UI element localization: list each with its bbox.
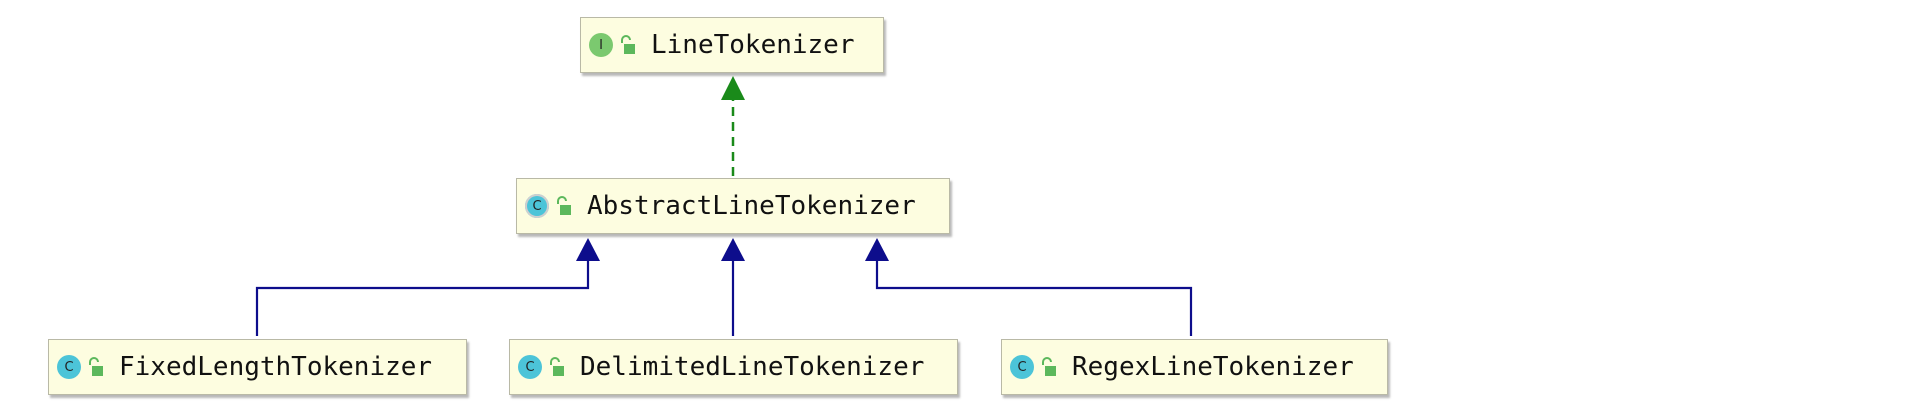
class-icon: C xyxy=(57,355,81,379)
node-abstractlinetokenizer[interactable]: C AbstractLineTokenizer xyxy=(516,178,950,234)
public-lock-icon xyxy=(89,357,103,376)
node-label-linetokenizer: LineTokenizer xyxy=(651,30,855,60)
node-regexlinetokenizer[interactable]: C RegexLineTokenizer xyxy=(1001,339,1388,395)
inheritance-arrowhead-center xyxy=(721,238,745,261)
node-label-regexlinetokenizer: RegexLineTokenizer xyxy=(1072,352,1354,382)
node-delimitedlinetokenizer[interactable]: C DelimitedLineTokenizer xyxy=(509,339,958,395)
realization-arrowhead xyxy=(721,76,745,100)
public-lock-icon xyxy=(557,196,571,215)
interface-icon: I xyxy=(589,33,613,57)
abstract-class-icon: C xyxy=(525,194,549,218)
class-icon: C xyxy=(518,355,542,379)
node-label-abstractlinetokenizer: AbstractLineTokenizer xyxy=(587,191,916,221)
node-linetokenizer[interactable]: I LineTokenizer xyxy=(580,17,884,73)
edge-regexlinetokenizer-extends-abstractlinetokenizer xyxy=(875,261,1193,336)
public-lock-icon xyxy=(550,357,564,376)
node-fixedlengthtokenizer[interactable]: C FixedLengthTokenizer xyxy=(48,339,467,395)
node-label-fixedlengthtokenizer: FixedLengthTokenizer xyxy=(119,352,433,382)
node-label-delimitedlinetokenizer: DelimitedLineTokenizer xyxy=(580,352,925,382)
public-lock-icon xyxy=(621,35,635,54)
edge-fixedlengthtokenizer-extends-abstractlinetokenizer xyxy=(255,261,590,336)
public-lock-icon xyxy=(1042,357,1056,376)
class-icon: C xyxy=(1010,355,1034,379)
inheritance-arrowhead-right xyxy=(865,238,889,261)
inheritance-arrowhead-left xyxy=(576,238,600,261)
